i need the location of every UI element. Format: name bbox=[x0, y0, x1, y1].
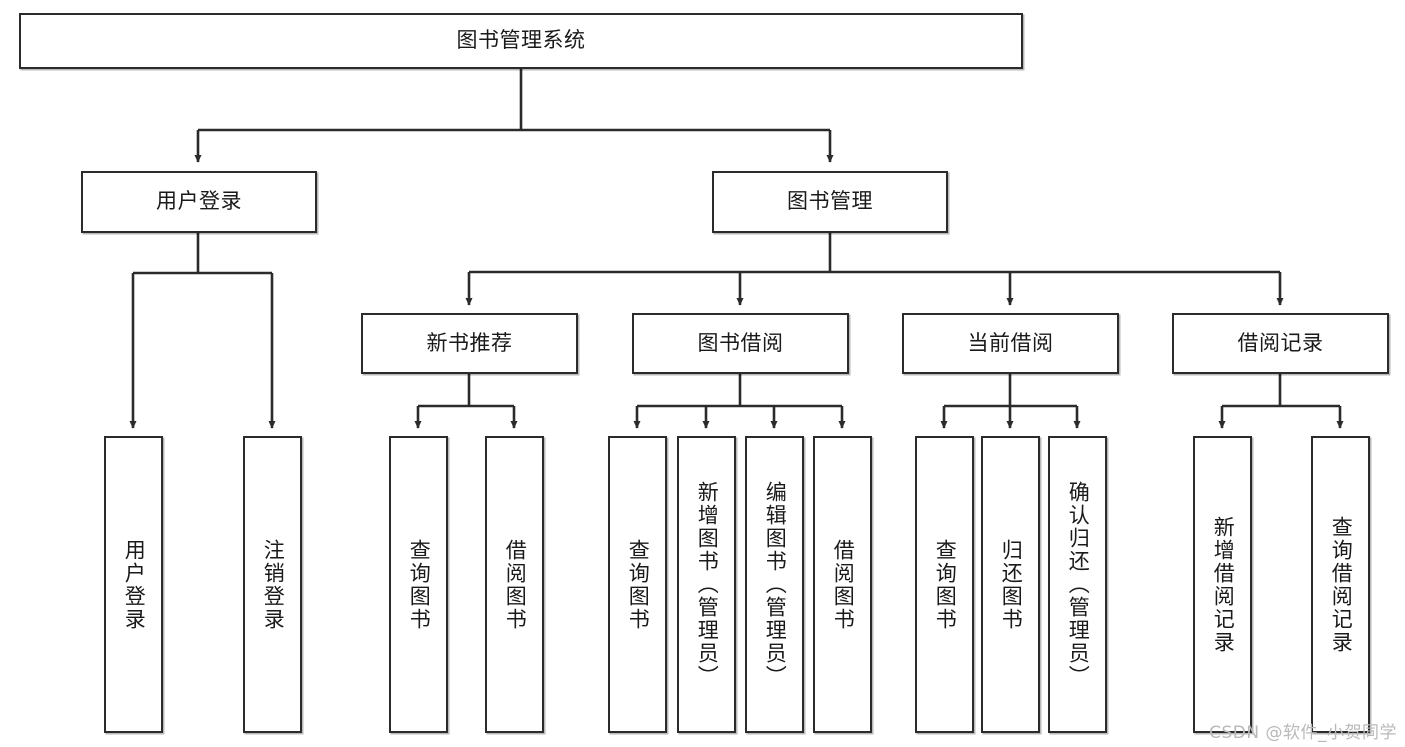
leaf-newbook-borrow-book-label: 借阅图书 bbox=[503, 538, 528, 631]
leaf-bookborrow-borrow-book-label: 借阅图书 bbox=[831, 538, 856, 631]
leaf-borrowrecord-query-record[interactable]: 查询借阅记录 bbox=[1311, 436, 1370, 733]
node-root-system-label: 图书管理系统 bbox=[456, 28, 586, 53]
leaf-borrowrecord-add-record-label: 新增借阅记录 bbox=[1211, 515, 1236, 654]
node-current-borrow[interactable]: 当前借阅 bbox=[902, 313, 1119, 374]
leaf-bookborrow-query-book[interactable]: 查询图书 bbox=[608, 436, 667, 733]
leaf-bookborrow-query-book-label: 查询图书 bbox=[626, 538, 651, 631]
node-book-borrow[interactable]: 图书借阅 bbox=[632, 313, 849, 374]
node-root-system[interactable]: 图书管理系统 bbox=[19, 13, 1023, 69]
leaf-bookborrow-edit-book[interactable]: 编辑图书（管理员） bbox=[745, 436, 804, 733]
leaf-currentborrow-confirm-return-label: 确认归还（管理员） bbox=[1066, 481, 1091, 688]
node-borrow-record[interactable]: 借阅记录 bbox=[1172, 313, 1389, 374]
node-user-login[interactable]: 用户登录 bbox=[81, 171, 317, 233]
csdn-watermark: CSDN @软件_小贺同学 bbox=[1209, 723, 1397, 743]
leaf-bookborrow-add-book[interactable]: 新增图书（管理员） bbox=[677, 436, 736, 733]
node-new-book-recommend[interactable]: 新书推荐 bbox=[361, 313, 578, 374]
leaf-currentborrow-return-book[interactable]: 归还图书 bbox=[981, 436, 1040, 733]
node-book-borrow-label: 图书借阅 bbox=[697, 330, 784, 355]
leaf-logout[interactable]: 注销登录 bbox=[243, 436, 302, 733]
node-new-book-recommend-label: 新书推荐 bbox=[426, 330, 513, 355]
node-book-management[interactable]: 图书管理 bbox=[712, 171, 948, 233]
node-user-login-label: 用户登录 bbox=[156, 189, 242, 214]
leaf-currentborrow-query-book[interactable]: 查询图书 bbox=[915, 436, 974, 733]
leaf-bookborrow-borrow-book[interactable]: 借阅图书 bbox=[813, 436, 872, 733]
node-borrow-record-label: 借阅记录 bbox=[1237, 330, 1324, 355]
leaf-currentborrow-query-book-label: 查询图书 bbox=[933, 538, 958, 631]
node-current-borrow-label: 当前借阅 bbox=[967, 330, 1054, 355]
leaf-bookborrow-add-book-label: 新增图书（管理员） bbox=[695, 481, 720, 688]
leaf-newbook-query-book[interactable]: 查询图书 bbox=[389, 436, 448, 733]
leaf-user-login[interactable]: 用户登录 bbox=[104, 436, 163, 733]
leaf-borrowrecord-query-record-label: 查询借阅记录 bbox=[1329, 515, 1354, 654]
leaf-newbook-query-book-label: 查询图书 bbox=[407, 538, 432, 631]
leaf-user-login-label: 用户登录 bbox=[122, 538, 147, 631]
leaf-currentborrow-return-book-label: 归还图书 bbox=[999, 538, 1024, 631]
leaf-borrowrecord-add-record[interactable]: 新增借阅记录 bbox=[1193, 436, 1252, 733]
node-book-management-label: 图书管理 bbox=[787, 189, 873, 214]
leaf-currentborrow-confirm-return[interactable]: 确认归还（管理员） bbox=[1048, 436, 1107, 733]
leaf-newbook-borrow-book[interactable]: 借阅图书 bbox=[485, 436, 544, 733]
leaf-logout-label: 注销登录 bbox=[261, 538, 286, 631]
leaf-bookborrow-edit-book-label: 编辑图书（管理员） bbox=[763, 481, 788, 688]
